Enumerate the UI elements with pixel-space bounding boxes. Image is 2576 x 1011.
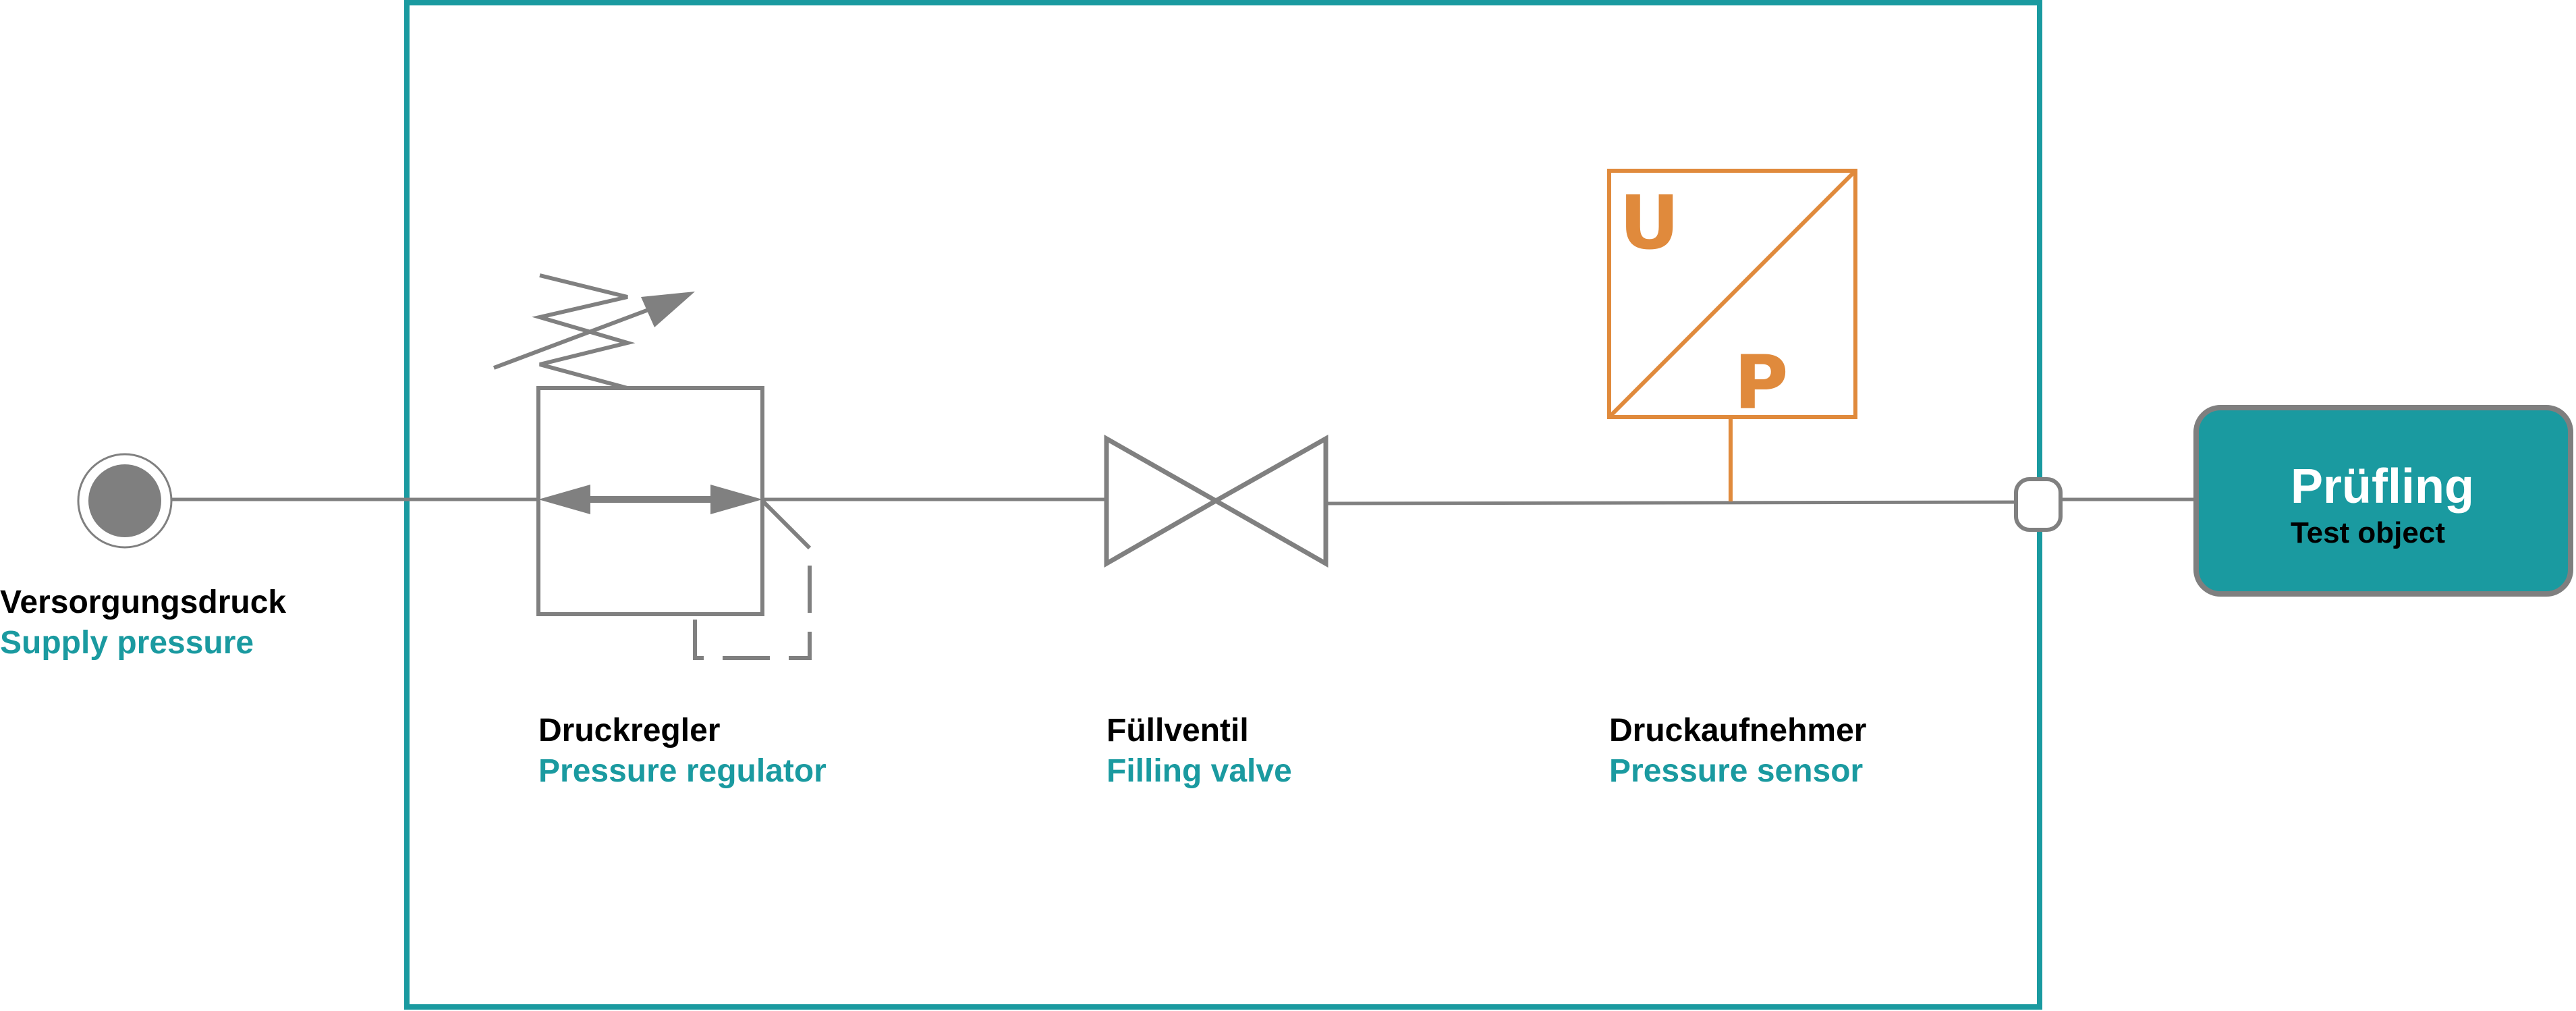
supply-label-de: Versorgungsdruck [0,584,287,620]
filling-valve-icon [1104,434,1328,568]
pressure-sensor-icon: U P [1607,169,1857,501]
sensor-label-de: Druckaufnehmer [1609,713,1867,748]
pressure-regulator-icon [493,273,812,660]
sensor-letter-u: U [1619,180,1679,266]
supply-label-en: Supply pressure [0,625,254,661]
frame-connector-icon [2014,477,2063,532]
test-object-title: Prüfling [2291,460,2474,514]
test-object-subtitle: Test object [2291,516,2446,549]
valve-label-de: Füllventil [1107,713,1249,748]
supply-source-icon [77,453,173,549]
test-object-box[interactable] [2193,405,2573,597]
regulator-label-en: Pressure regulator [538,753,827,789]
sensor-label-en: Pressure sensor [1609,753,1864,789]
main-pipe [171,497,2196,506]
valve-label-en: Filling valve [1107,753,1292,789]
sensor-letter-p: P [1734,339,1789,426]
regulator-label-de: Druckregler [538,713,721,748]
